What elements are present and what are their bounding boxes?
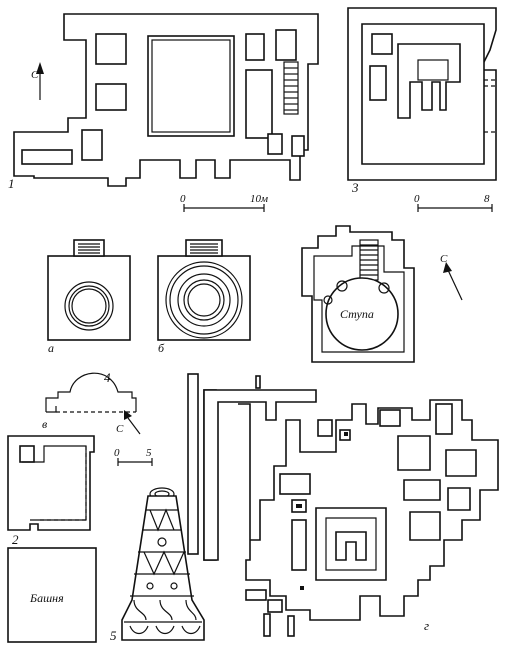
subfigure-label-b: б xyxy=(158,341,165,355)
plan-fig-1 xyxy=(13,13,319,187)
scale-end-fig-4: 5 xyxy=(146,447,152,459)
plan-fig-4b xyxy=(157,239,251,341)
stupa-model-fig-5 xyxy=(121,487,205,641)
scale-end-fig-1: 10м xyxy=(250,193,268,205)
stupa-label: Ступа xyxy=(340,307,374,321)
scale-start-fig-4: 0 xyxy=(114,447,120,459)
scale-end-fig-3: 8 xyxy=(484,193,490,205)
scale-bar-fig-1: 0 10м xyxy=(180,193,268,212)
subfigure-label-v: в xyxy=(42,417,47,431)
scale-start-fig-3: 0 xyxy=(414,193,420,205)
tower-label: Башня xyxy=(29,591,64,605)
plan-stupa-enclosure: Ступа xyxy=(301,225,415,363)
scale-bar-fig-3: 0 8 xyxy=(414,193,493,212)
figure-number-1: 1 xyxy=(8,176,15,191)
section-fig-4v xyxy=(45,372,137,413)
plan-fig-4a xyxy=(47,239,131,341)
north-label: С xyxy=(31,69,39,81)
figure-number-4: 4 xyxy=(104,370,111,385)
north-arrow-fig-1: С xyxy=(31,62,44,100)
figure-number-g: г xyxy=(424,618,429,633)
north-arrow-stupa: С xyxy=(440,253,463,301)
tower-block: Башня xyxy=(7,547,97,643)
plan-fig-g xyxy=(187,373,499,637)
plan-fig-3 xyxy=(347,7,497,181)
plan-fig-2 xyxy=(7,435,95,531)
stair-fig-1 xyxy=(283,61,299,115)
north-label-2: С xyxy=(440,253,448,265)
figure-number-2: 2 xyxy=(12,532,19,547)
north-arrow-fig-4: С xyxy=(116,410,141,435)
scale-bar-fig-4: 0 5 xyxy=(114,447,153,466)
scale-start-fig-1: 0 xyxy=(180,193,186,205)
figure-number-5: 5 xyxy=(110,628,117,643)
north-label-3: С xyxy=(116,423,124,435)
subfigure-label-a: а xyxy=(48,341,54,355)
figure-number-3: 3 xyxy=(351,180,359,195)
